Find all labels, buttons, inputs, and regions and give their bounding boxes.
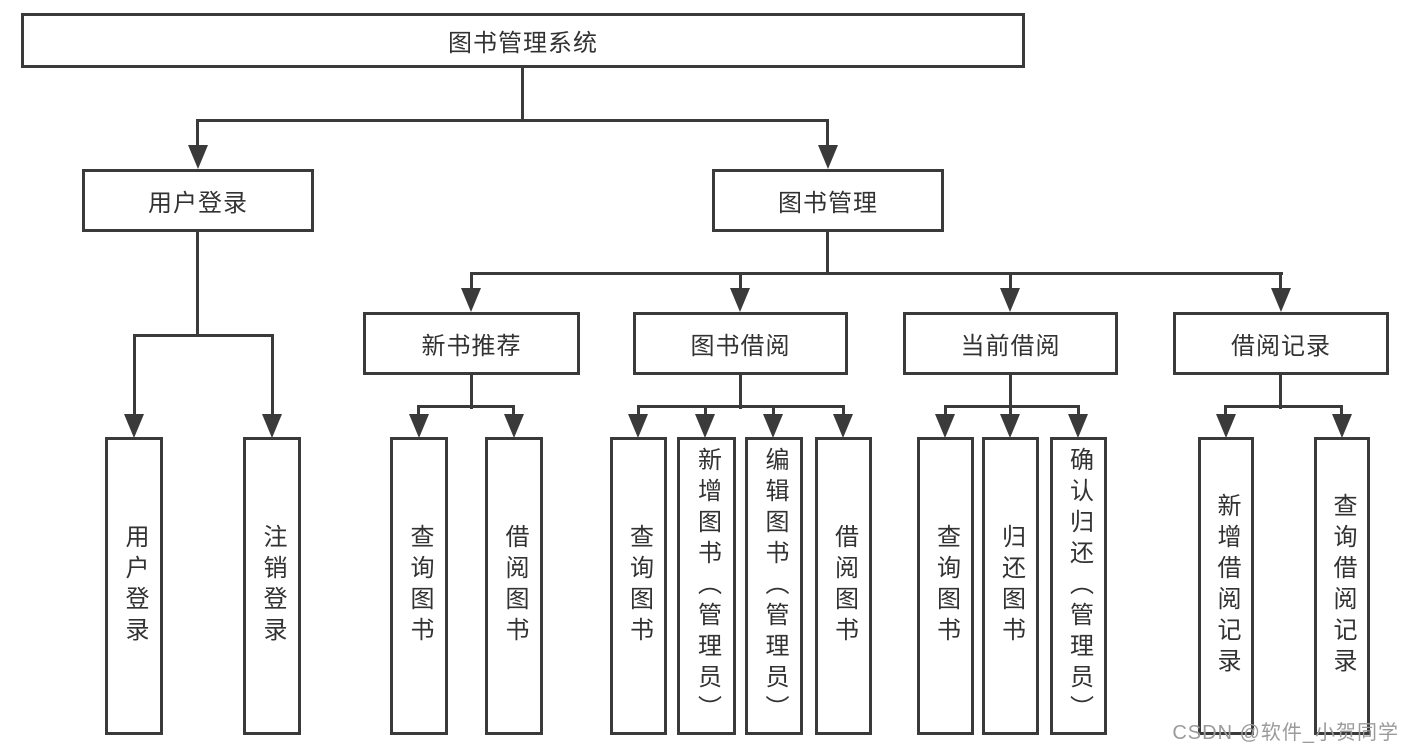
connector-line xyxy=(512,405,515,417)
leaf-label: 查询借阅记录 xyxy=(1329,493,1356,679)
leaf-label: 归还图书 xyxy=(997,524,1025,648)
leaf-label: 借阅图书 xyxy=(830,524,858,648)
connector-line xyxy=(470,272,473,291)
arrow-down-icon xyxy=(1068,414,1088,438)
arrow-down-icon xyxy=(1332,414,1352,438)
leaf-label: 确认归还（管理员） xyxy=(1065,446,1093,726)
leaf-box-borrow-books: 借阅图书 xyxy=(485,437,543,735)
connector-line xyxy=(1009,372,1012,409)
branch-label: 图书管理 xyxy=(778,190,878,217)
root-box-library-system: 图书管理系统 xyxy=(21,13,1025,68)
connector-line xyxy=(1224,405,1227,417)
arrow-down-icon xyxy=(763,414,783,438)
connector-line xyxy=(826,119,829,148)
connector-line xyxy=(271,334,274,417)
connector-line xyxy=(470,372,473,409)
connector-line xyxy=(196,119,829,122)
connector-line xyxy=(133,334,136,417)
leaf-label: 查询图书 xyxy=(625,524,653,648)
arrow-down-icon xyxy=(935,414,955,438)
connector-line xyxy=(1340,405,1343,417)
arrow-down-icon xyxy=(409,414,429,438)
section-box-book-borrow: 图书借阅 xyxy=(633,312,848,375)
section-label: 图书借阅 xyxy=(690,333,791,360)
connector-line xyxy=(417,405,515,408)
connector-line xyxy=(417,405,420,417)
arrow-down-icon xyxy=(833,414,853,438)
arrow-down-icon xyxy=(1000,288,1020,312)
connector-line xyxy=(772,405,775,417)
section-box-current-borrow: 当前借阅 xyxy=(903,312,1118,375)
branch-box-book-management: 图书管理 xyxy=(712,169,944,232)
branch-label: 用户登录 xyxy=(148,190,248,217)
arrow-down-icon xyxy=(1000,414,1020,438)
leaf-label: 借阅图书 xyxy=(501,524,528,648)
leaf-label: 编辑图书（管理员） xyxy=(761,446,788,726)
leaf-label: 用户登录 xyxy=(121,524,148,648)
connector-line xyxy=(1077,405,1080,417)
connector-line xyxy=(637,405,640,417)
leaf-box-query-books: 查询图书 xyxy=(390,437,448,735)
connector-line xyxy=(826,230,829,275)
arrow-down-icon xyxy=(695,414,715,438)
connector-line xyxy=(1279,272,1282,291)
leaf-box-return-books: 归还图书 xyxy=(982,437,1039,735)
connector-line xyxy=(1224,405,1343,408)
connector-line xyxy=(133,334,274,337)
arrow-down-icon xyxy=(1216,414,1236,438)
section-box-new-book-recommend: 新书推荐 xyxy=(363,312,580,375)
connector-line xyxy=(196,230,199,337)
leaf-box-query-borrow-record: 查询借阅记录 xyxy=(1314,437,1370,735)
arrow-down-icon xyxy=(730,288,750,312)
connector-line xyxy=(944,405,1080,408)
leaf-box-query-books: 查询图书 xyxy=(610,437,667,735)
connector-line xyxy=(704,405,707,417)
arrow-down-icon xyxy=(461,288,481,312)
connector-line xyxy=(739,272,742,291)
connector-line xyxy=(739,372,742,409)
arrow-down-icon xyxy=(1271,288,1291,312)
branch-box-user-login: 用户登录 xyxy=(82,169,314,232)
section-label: 借阅记录 xyxy=(1231,333,1331,360)
arrow-down-icon xyxy=(628,414,648,438)
connector-line xyxy=(637,405,845,408)
leaf-label: 查询图书 xyxy=(932,524,960,648)
leaf-label: 新增借阅记录 xyxy=(1213,493,1240,679)
arrow-down-icon xyxy=(124,414,144,438)
leaf-box-add-books-admin: 新增图书（管理员） xyxy=(677,437,736,735)
leaf-box-user-login: 用户登录 xyxy=(105,437,163,735)
leaf-box-add-borrow-record: 新增借阅记录 xyxy=(1198,437,1254,735)
connector-line xyxy=(470,272,1283,275)
arrow-down-icon xyxy=(504,414,524,438)
arrow-down-icon xyxy=(818,145,838,169)
connector-line xyxy=(944,405,947,417)
leaf-box-query-books: 查询图书 xyxy=(917,437,974,735)
leaf-label: 注销登录 xyxy=(259,524,286,648)
connector-line xyxy=(521,66,524,122)
arrow-down-icon xyxy=(262,414,282,438)
arrow-down-icon xyxy=(188,145,208,169)
leaf-label: 查询图书 xyxy=(406,524,433,648)
leaf-box-edit-books-admin: 编辑图书（管理员） xyxy=(745,437,803,735)
leaf-box-borrow-books: 借阅图书 xyxy=(815,437,872,735)
connector-line xyxy=(1009,405,1012,417)
leaf-label: 新增图书（管理员） xyxy=(693,446,721,726)
section-label: 当前借阅 xyxy=(960,333,1061,360)
connector-line xyxy=(842,405,845,417)
section-box-borrow-records: 借阅记录 xyxy=(1173,312,1389,375)
leaf-box-logout: 注销登录 xyxy=(243,437,301,735)
csdn-watermark: CSDN @软件_小贺同学 xyxy=(1172,722,1399,744)
connector-line xyxy=(1009,272,1012,291)
root-label: 图书管理系统 xyxy=(448,30,598,57)
leaf-box-confirm-return-admin: 确认归还（管理员） xyxy=(1050,437,1107,735)
section-label: 新书推荐 xyxy=(421,333,522,360)
connector-line xyxy=(1279,372,1282,409)
connector-line xyxy=(196,119,199,148)
